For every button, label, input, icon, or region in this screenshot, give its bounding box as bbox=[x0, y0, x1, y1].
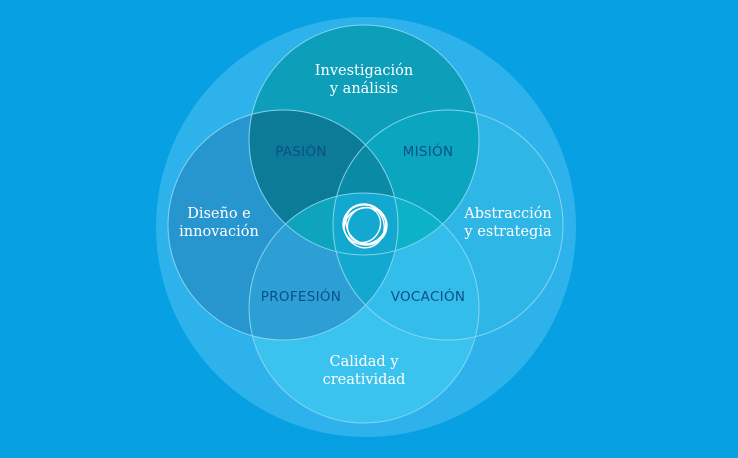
outline-bottom bbox=[248, 192, 480, 424]
label-right: Abstracción y estrategia bbox=[464, 205, 552, 241]
scribble-circle-icon bbox=[342, 203, 388, 249]
label-top: Investigación y análisis bbox=[315, 62, 414, 98]
outline-left bbox=[167, 109, 399, 341]
label-right-line1: Abstracción bbox=[464, 206, 552, 222]
label-right-line2: y estrategia bbox=[464, 224, 552, 240]
overlap-label-profesion: PROFESIÓN bbox=[260, 289, 342, 305]
label-bottom-line2: creatividad bbox=[322, 372, 406, 388]
overlap-label-vocacion: VOCACIÓN bbox=[390, 289, 466, 305]
label-left-line2: innovación bbox=[179, 224, 259, 240]
label-bottom: Calidad y creatividad bbox=[323, 353, 406, 389]
label-top-line1: Investigación bbox=[314, 63, 414, 79]
label-top-line2: y análisis bbox=[329, 81, 399, 97]
overlap-label-pasion: PASIÓN bbox=[275, 144, 327, 160]
outline-right bbox=[332, 109, 564, 341]
overlap-label-mision: MISIÓN bbox=[402, 144, 454, 160]
label-bottom-line1: Calidad y bbox=[329, 354, 399, 370]
outline-top bbox=[248, 24, 480, 256]
label-left-line1: Diseño e bbox=[187, 206, 251, 222]
label-left: Diseño e innovación bbox=[179, 205, 259, 241]
